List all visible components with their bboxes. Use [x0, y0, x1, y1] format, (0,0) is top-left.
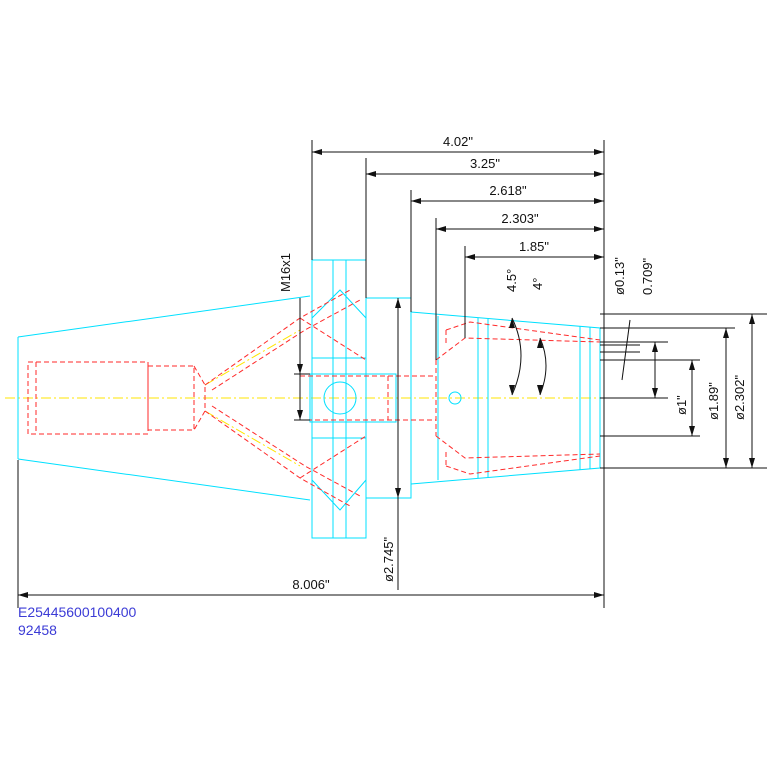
hidden-lines — [27, 289, 601, 507]
dim-m16x1: M16x1 — [278, 253, 293, 292]
dimension-lines — [17, 140, 767, 608]
dim-2-303: 2.303" — [501, 211, 539, 226]
dim-angle-4-5: 4.5° — [504, 269, 519, 292]
dim-1-85: 1.85" — [519, 239, 549, 254]
dim-dia-1: ø1" — [674, 395, 689, 415]
dim-dia-2-302: ø2.302" — [732, 375, 747, 420]
centerline — [5, 329, 610, 467]
dim-3-25: 3.25" — [470, 156, 500, 171]
dim-dia-0-13: ø0.13" — [612, 257, 627, 295]
dim-dia-1-89: ø1.89" — [706, 382, 721, 420]
dim-angle-4: 4° — [530, 278, 545, 290]
part-number: E25445600100400 — [18, 604, 137, 620]
dim-0-709: 0.709" — [640, 257, 655, 295]
drawing-number: 92458 — [18, 622, 57, 638]
dim-4-02: 4.02" — [443, 134, 473, 149]
dim-dia-2-745: ø2.745" — [381, 537, 396, 582]
dim-8-006: 8.006" — [292, 577, 330, 592]
body-outline — [17, 259, 601, 539]
dim-2-618: 2.618" — [489, 183, 527, 198]
